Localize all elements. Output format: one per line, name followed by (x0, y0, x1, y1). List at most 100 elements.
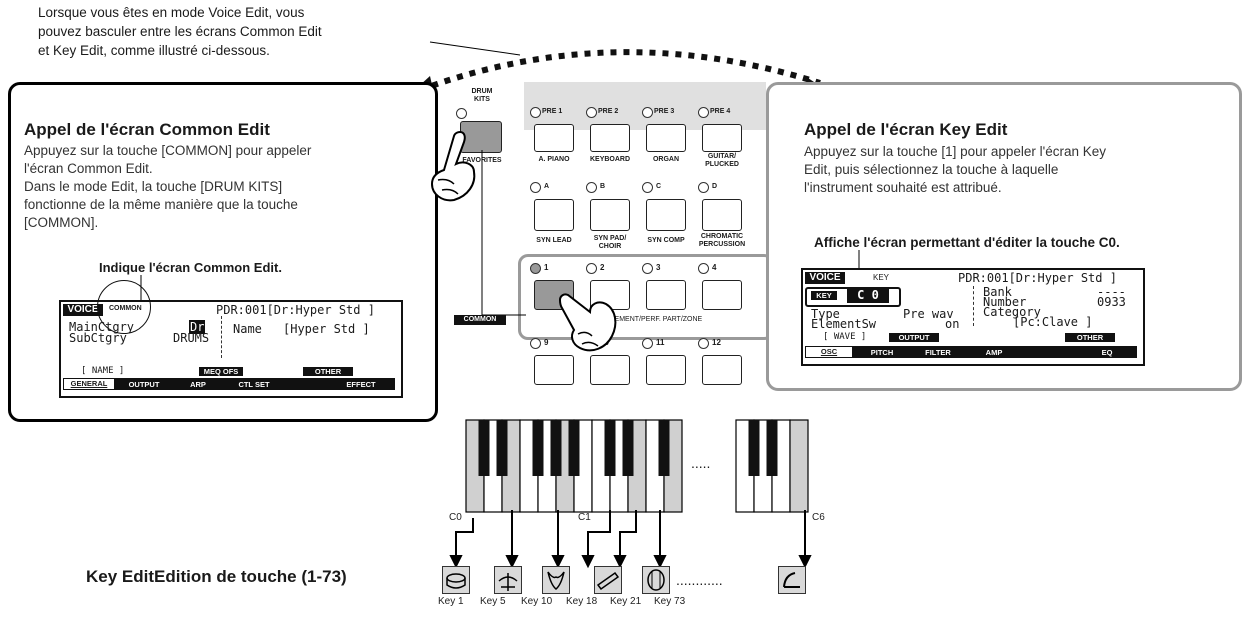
syn-comp-button[interactable] (646, 199, 686, 231)
lcd-subcat-label: SubCtgry (69, 331, 127, 345)
common-edit-description: Appuyez sur la touche [COMMON] pour appe… (24, 142, 434, 232)
common-tab-highlight (97, 280, 151, 334)
keyboard-button[interactable] (590, 124, 630, 152)
lcd-tab-amp: AMP (969, 348, 1019, 357)
guitar-button[interactable] (702, 124, 742, 152)
syn-lead-label: SYN LEAD (536, 237, 572, 244)
desc-line: Dans le mode Edit, la touche [DRUM KITS] (24, 179, 283, 194)
lcd-subcat-value: DRUMS (173, 331, 210, 345)
guitar-label: GUITAR/ PLUCKED (705, 153, 739, 168)
lcd-tab-output: OUTPUT (119, 380, 169, 389)
bank-c-label: C (656, 183, 662, 190)
desc-line: fonctionne de la même manière que la tou… (24, 197, 298, 212)
lcd-tab-eq: EQ (1079, 348, 1135, 357)
lcd-program: PDR:001[Dr:Hyper Std ] (216, 303, 375, 317)
key-edit-title: Appel de l'écran Key Edit (804, 120, 1008, 139)
lcd-tab-filter: FILTER (913, 348, 963, 357)
drum-kits-label: DRUM KITS (471, 88, 493, 103)
a-piano-button[interactable] (534, 124, 574, 152)
num-11-led (642, 338, 653, 349)
number-9-button[interactable] (534, 355, 574, 385)
lcd-number-value: 0933 (1097, 295, 1126, 309)
pre3-label: PRE 3 (654, 108, 675, 115)
lcd-program: PDR:001[Dr:Hyper Std ] (958, 271, 1117, 285)
key-lcd-screen: VOICE KEY PDR:001[Dr:Hyper Std ] KEY C 0… (801, 268, 1145, 366)
syn-comp-label: SYN COMP (647, 237, 685, 244)
num-1-led (530, 263, 541, 274)
c1-label: C1 (578, 512, 591, 523)
key-10-label: Key 10 (521, 596, 553, 607)
lcd-tab-osc: OSC (806, 347, 852, 357)
lcd-maincat-value: Dr (189, 320, 206, 334)
chromatic-label: CHROMATIC PERCUSSION (698, 233, 746, 248)
pre1-led (530, 107, 541, 118)
bank-c-led (642, 182, 653, 193)
key-mapping-arrows (449, 510, 812, 569)
number-4-button[interactable] (702, 280, 742, 310)
key-5-label: Key 5 (480, 596, 506, 607)
desc-line: l'instrument souhaité est attribué. (804, 180, 1002, 195)
part-zone-label: ELEMENT/PERF. PART/ZONE (606, 316, 703, 323)
syn-lead-button[interactable] (534, 199, 574, 231)
lcd-tab-effect: EFFECT (331, 380, 391, 389)
cymbal-icon (494, 566, 522, 594)
common-edit-panel: Appel de l'écran Common Edit Appuyez sur… (8, 82, 438, 422)
black-key (658, 420, 670, 476)
lcd-tab-general: GENERAL (64, 379, 114, 389)
lcd-softkey-meq: MEQ OFS (199, 367, 243, 376)
lcd-tab-ctlset: CTL SET (229, 380, 279, 389)
number-10-button[interactable] (590, 355, 630, 385)
black-key (550, 420, 562, 476)
syn-pad-button[interactable] (590, 199, 630, 231)
white-key (789, 419, 809, 513)
intro-pointer-line (429, 41, 521, 56)
syn-pad-label: SYN PAD/ CHOIR (593, 235, 627, 250)
lcd-softkey-output: OUTPUT (889, 333, 939, 342)
organ-label: ORGAN (652, 156, 680, 163)
num-9-led (530, 338, 541, 349)
keyboard-label: KEYBOARD (589, 156, 631, 163)
lcd-elementsw-value: on (945, 317, 960, 331)
num-9-label: 9 (544, 338, 549, 347)
num-4-label: 4 (712, 263, 717, 272)
lcd-category-value: [Pc:Clave ] (1013, 315, 1093, 329)
intro-line: pouvez basculer entre les écrans Common … (38, 24, 322, 39)
lcd-type-value: Pre wav (903, 307, 954, 321)
lcd-name-label: Name (233, 322, 262, 336)
common-button[interactable] (460, 121, 502, 153)
key-edit-description: Appuyez sur la touche [1] pour appeler l… (804, 143, 1234, 197)
bank-b-led (586, 182, 597, 193)
drum-kits-led (456, 108, 467, 119)
lcd-type-label: Type (811, 307, 840, 321)
key-1-label: Key 1 (438, 596, 464, 607)
pre2-led (586, 107, 597, 118)
number-12-button[interactable] (702, 355, 742, 385)
c6-label: C6 (812, 512, 825, 523)
desc-line: Edit, puis sélectionnez la touche à laqu… (804, 162, 1059, 177)
black-key (496, 420, 508, 476)
number-3-button[interactable] (646, 280, 686, 310)
triangle-icon (778, 566, 806, 594)
pre-bank-highlight (524, 82, 766, 130)
lcd-softkey-name: [ NAME ] (81, 366, 125, 376)
lcd-number-label: Number (983, 295, 1027, 309)
bank-b-label: B (600, 183, 606, 190)
pre4-led (698, 107, 709, 118)
black-key (748, 420, 760, 476)
chromatic-button[interactable] (702, 199, 742, 231)
num-3-label: 3 (656, 263, 661, 272)
lcd-tab-pitch: PITCH (857, 348, 907, 357)
lcd-name-value: [Hyper Std ] (283, 322, 370, 336)
organ-button[interactable] (646, 124, 686, 152)
lcd-bank-label: Bank (983, 285, 1012, 299)
black-key (568, 420, 580, 476)
black-key (532, 420, 544, 476)
lcd-key-value: C 0 (847, 288, 889, 303)
bank-d-led (698, 182, 709, 193)
woodblock-icon (594, 566, 622, 594)
intro-text: Lorsque vous êtes en mode Voice Edit, vo… (38, 3, 458, 60)
number-11-button[interactable] (646, 355, 686, 385)
intro-line: et Key Edit, comme illustré ci-dessous. (38, 43, 270, 58)
key-edit-label: Key EditEdition de touche (1-73) (86, 567, 347, 586)
lcd-softkey-other: OTHER (1065, 333, 1115, 342)
